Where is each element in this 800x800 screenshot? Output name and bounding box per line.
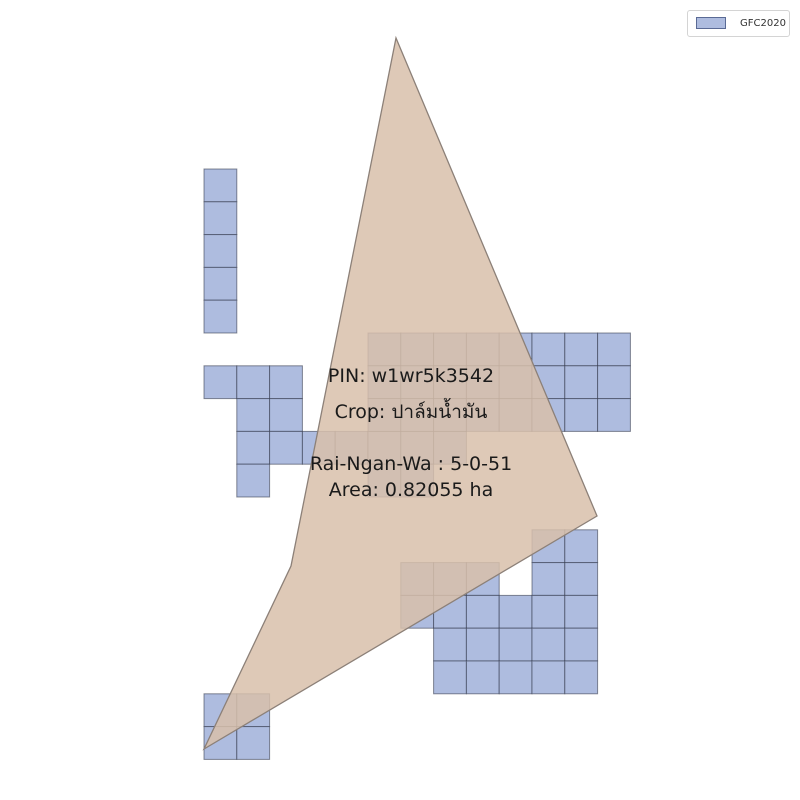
forest-cell: [203, 299, 238, 334]
forest-cell: [203, 168, 238, 203]
forest-cell: [564, 660, 599, 695]
forest-cell: [531, 562, 566, 596]
forest-cell: [564, 365, 599, 400]
legend-label: GFC2020: [740, 18, 786, 29]
forest-cell: [498, 660, 533, 695]
rai-ngan-wa-label: Rai-Ngan-Wa : 5-0-51: [309, 453, 513, 475]
forest-cell: [498, 594, 533, 629]
forest-cell: [597, 365, 631, 400]
forest-cell: [433, 660, 467, 695]
forest-cell: [564, 332, 599, 367]
forest-cell: [531, 627, 566, 662]
forest-cell: [465, 660, 500, 695]
forest-cell: [236, 726, 271, 760]
forest-cell: [564, 562, 599, 596]
forest-cell: [531, 594, 566, 629]
forest-cell: [564, 398, 599, 432]
forest-cell: [465, 627, 500, 662]
forest-cell: [269, 430, 303, 465]
forest-cell: [564, 529, 599, 564]
forest-cell: [531, 660, 566, 695]
crop-label: Crop: ปาล์มน้ำมัน: [334, 401, 488, 423]
forest-cell: [203, 234, 238, 268]
forest-cell: [203, 201, 238, 236]
forest-cell: [203, 266, 238, 301]
forest-cell: [433, 627, 467, 662]
forest-cell: [269, 365, 303, 400]
forest-cell: [597, 398, 631, 432]
forest-cell: [498, 627, 533, 662]
parcel-polygon: [202, 35, 598, 751]
forest-cell: [597, 332, 631, 367]
area-label: Area: 0.82055 ha: [328, 479, 494, 501]
legend: GFC2020: [687, 10, 790, 37]
forest-cell: [564, 594, 599, 629]
pin-label: PIN: w1wr5k3542: [327, 365, 495, 387]
forest-cell: [564, 627, 599, 662]
forest-cell: [531, 332, 566, 367]
legend-swatch: [696, 17, 726, 29]
forest-cell: [236, 463, 271, 498]
forest-cell: [203, 365, 238, 400]
forest-cell: [269, 398, 303, 432]
forest-cell: [465, 594, 500, 629]
